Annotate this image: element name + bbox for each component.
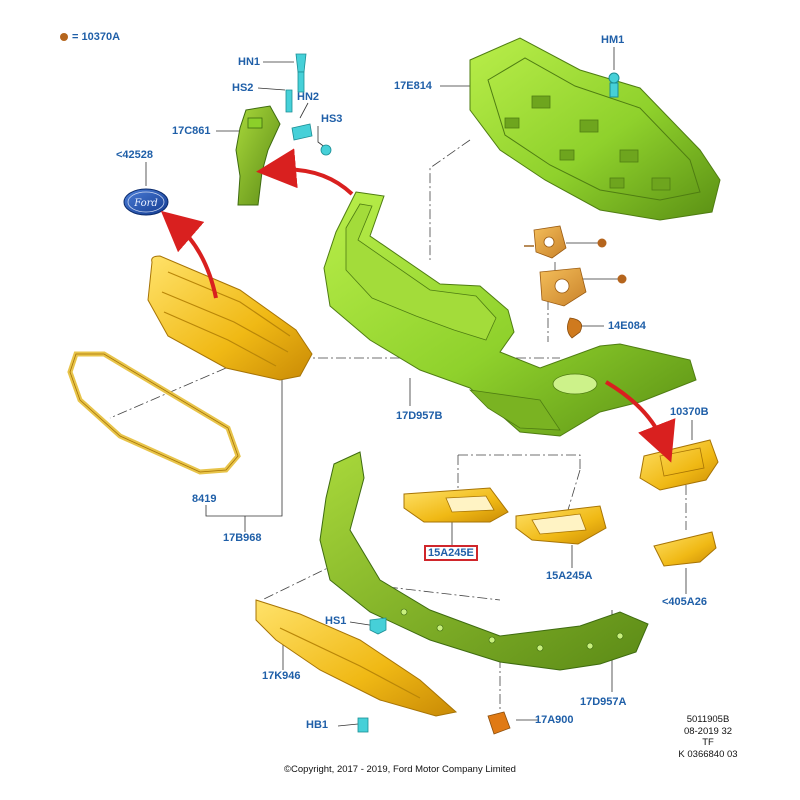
ref-line-3: TF [702, 737, 714, 748]
clip-HS1 [369, 617, 387, 635]
label-HN1: HN1 [238, 56, 261, 68]
fog-lamp-brackets [524, 225, 587, 339]
label-14E084: 14E084 [608, 320, 646, 332]
label-17B968: 17B968 [223, 532, 262, 544]
label-42528: <42528 [116, 149, 154, 161]
bracket-17C861 [235, 105, 281, 206]
ref-line-2: 08-2019 32 [683, 725, 733, 737]
svg-text:Ford: Ford [133, 198, 158, 209]
label-15A245A: 15A245A [546, 570, 593, 582]
ford-emblem: Ford [123, 188, 169, 216]
label-8419: 8419 [192, 493, 217, 505]
plug-17A900 [487, 711, 511, 735]
label-HS2: HS2 [232, 82, 254, 94]
label-17K946: 17K946 [262, 670, 301, 682]
upper-reinforcement-17E814 [469, 37, 721, 221]
label-HS3: HS3 [321, 113, 343, 125]
label-HN2: HN2 [297, 91, 320, 103]
reference-block: 5011905B 08-2019 32 TF K 0366840 03 [668, 714, 748, 760]
bracket-10370B [639, 439, 719, 491]
fasteners-HN-HS [285, 53, 332, 156]
rivet-pointers-10370A [597, 238, 627, 284]
ref-line-4: K 0366840 03 [678, 748, 738, 760]
legend-marker-icon [60, 33, 68, 42]
label-17E814: 17E814 [394, 80, 432, 92]
bezel-15A245A [515, 505, 607, 545]
label-17D957B: 17D957B [396, 410, 443, 422]
label-17D957A: 17D957A [580, 696, 627, 708]
label-HM1: HM1 [601, 34, 625, 46]
bezel-15A245E [403, 487, 509, 523]
assembly-arrows [160, 148, 676, 463]
legend-text: = 10370A [72, 31, 121, 43]
label-17C861: 17C861 [172, 125, 211, 137]
lower-bumper-17D957A [319, 451, 649, 671]
clip-HB1 [357, 717, 369, 733]
label-17A900: 17A900 [535, 714, 574, 726]
clip-HM1 [608, 72, 620, 98]
grille-surround-8419 [67, 351, 241, 475]
grille-17B968 [147, 255, 313, 381]
upper-bumper-17D957B [323, 191, 697, 437]
label-405A26: <405A26 [662, 596, 707, 608]
label-15A245E-highlighted: 15A245E [424, 545, 478, 561]
label-HS1: HS1 [325, 615, 347, 627]
label-HB1: HB1 [306, 719, 329, 731]
copyright-notice: ©Copyright, 2017 - 2019, Ford Motor Comp… [284, 764, 516, 775]
lower-grille-17K946 [255, 599, 458, 717]
label-10370B: 10370B [670, 406, 709, 418]
ref-line-1: 5011905B [686, 714, 730, 725]
legend: = 10370A [60, 31, 120, 43]
cover-405A26 [653, 531, 717, 567]
